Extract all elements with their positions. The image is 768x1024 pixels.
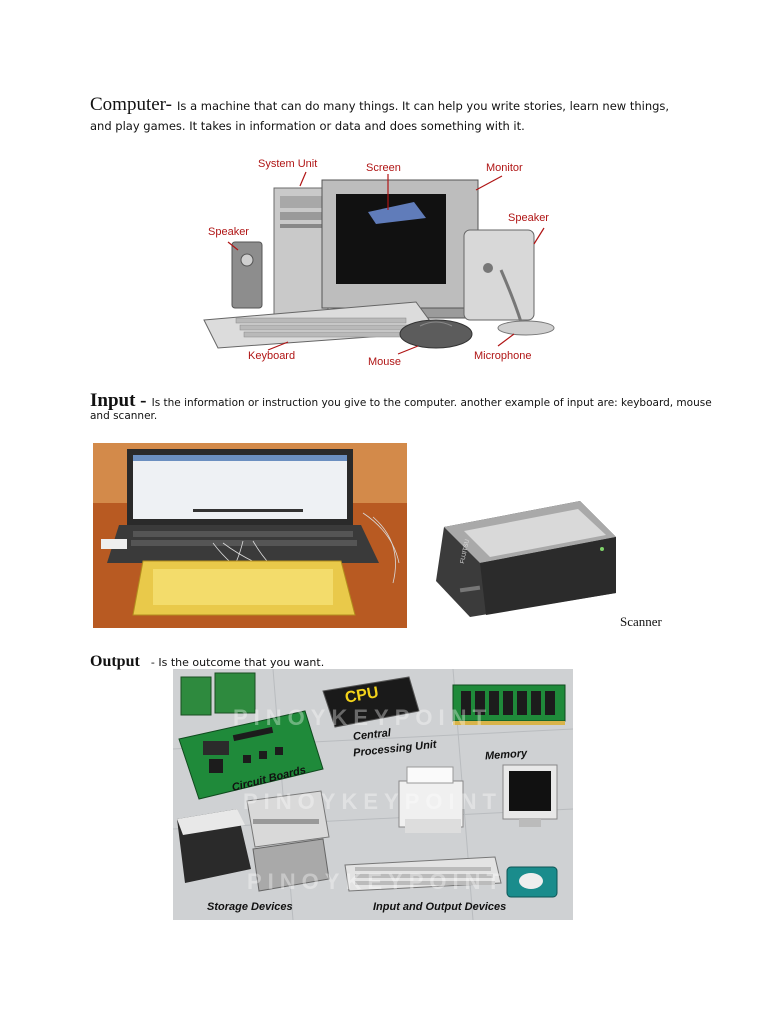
computer-section: Computer- Is a machine that can do many … [90, 94, 710, 136]
label-screen: Screen [366, 162, 401, 174]
computer-diagram: System Unit Screen Monitor Speaker Speak… [196, 150, 572, 372]
output-heading: Output [90, 653, 140, 670]
computer-definition-line1: Is a machine that can do many things. It… [177, 99, 670, 113]
watermark-middle: PINOYKEYPOINT [243, 789, 502, 814]
scanner-image: FUJITSU [430, 497, 620, 622]
hardware-illustration [173, 669, 573, 920]
label-keyboard: Keyboard [248, 350, 296, 362]
io-devices-label: Input and Output Devices [373, 901, 507, 913]
scanner-illustration [436, 501, 616, 617]
input-definition-line1: Is the information or instruction you gi… [151, 397, 712, 409]
input-section: Input - Is the information or instructio… [90, 390, 730, 422]
label-system-unit: System Unit [258, 158, 318, 170]
computer-heading: Computer- [90, 94, 172, 115]
laptop-photo [93, 443, 407, 628]
input-definition-line2: and scanner. [90, 410, 158, 422]
laptop-illustration [93, 443, 407, 628]
computer-illustration [203, 171, 555, 355]
label-microphone: Microphone [474, 350, 532, 362]
label-speaker-left: Speaker [208, 226, 249, 238]
storage-devices-label: Storage Devices [207, 901, 293, 913]
watermark-top: PINOYKEYPOINT [233, 705, 492, 730]
label-mouse: Mouse [368, 356, 402, 368]
hardware-components-image: PINOYKEYPOINT PINOYKEYPOINT PINOYKEYPOIN… [173, 669, 573, 920]
computer-definition-line2: and play games. It takes in information … [90, 119, 525, 133]
watermark-bottom: PINOYKEYPOINT [247, 869, 506, 894]
label-monitor: Monitor [486, 162, 523, 174]
scanner-caption: Scanner [620, 614, 662, 629]
output-definition: - Is the outcome that you want. [150, 656, 325, 669]
output-section: Output - Is the outcome that you want. [90, 651, 324, 671]
input-heading: Input - [90, 390, 147, 411]
label-speaker-right: Speaker [508, 212, 549, 224]
